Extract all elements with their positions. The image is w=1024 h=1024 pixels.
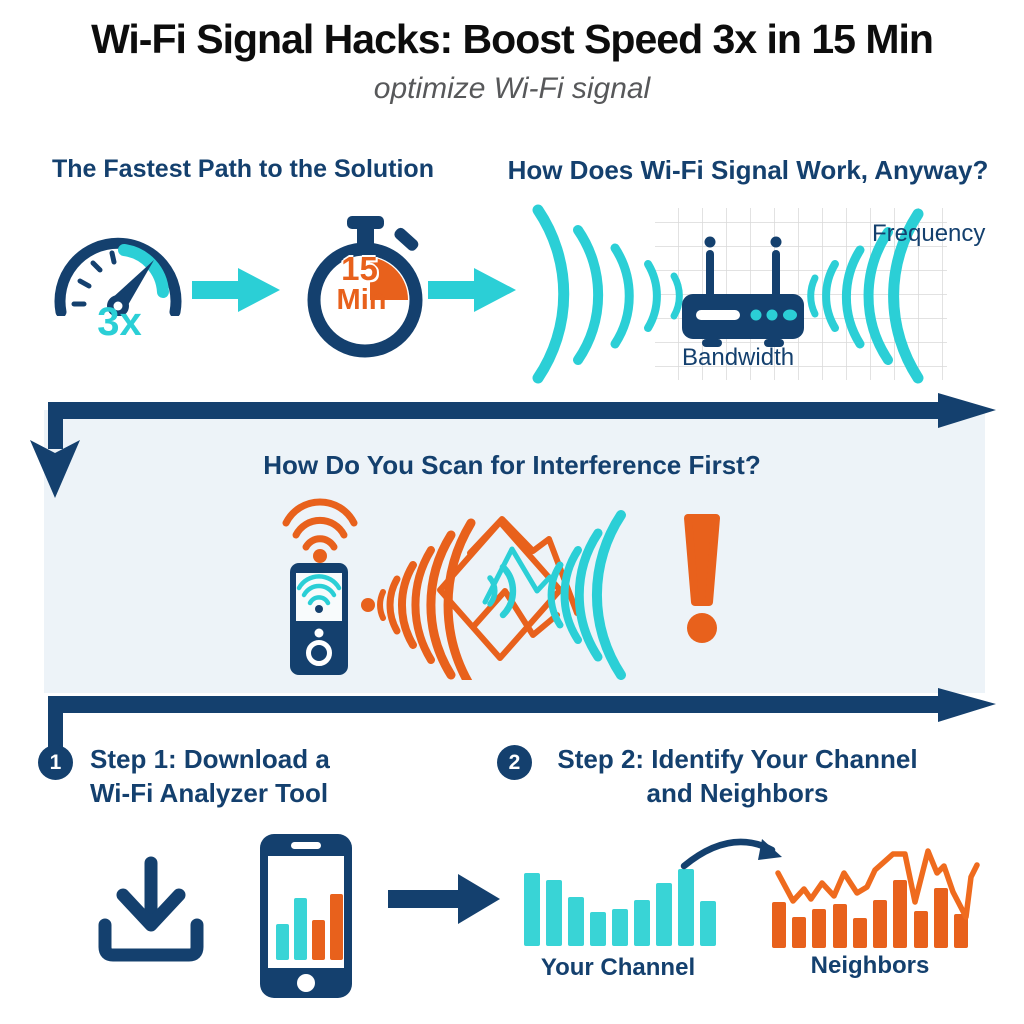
page-title: Wi-Fi Signal Hacks: Boost Speed 3x in 15… [91,16,934,62]
speedometer-icon [54,237,182,316]
flow-arrow-top [30,393,996,498]
curved-arrow-icon [680,838,782,870]
arrow-right-icon [428,268,516,312]
step2-number-badge: 2 [497,745,532,780]
neighbors-label: Neighbors [810,952,930,979]
step1-title-line2: Wi-Fi Analyzer Tool [90,778,329,808]
wifi-orange-icon [282,498,358,563]
stopwatch-graphic [307,216,423,358]
your-channel-bar [634,900,650,946]
neighbors-bar [933,888,948,948]
flow-arrow-bottom [48,688,996,751]
step1-title: Step 1: Download a Wi-Fi Analyzer Tool [90,742,390,810]
step1-number-badge: 1 [38,745,73,780]
wifi-router-icon [682,236,804,347]
signal-heading: How Does Wi-Fi Signal Work, Anyway? [507,155,989,185]
neighbors-chart [772,835,968,948]
step2-title: Step 2: Identify Your Channel and Neighb… [540,742,935,810]
neighbors-bar [913,911,928,948]
neighbors-bar [792,917,807,948]
exclamation-icon [684,514,720,643]
timer-value-label: 15 [341,250,378,287]
signal-waves-left-icon [532,204,683,384]
your-channel-bar [590,912,606,946]
frequency-label: Frequency [872,220,986,247]
your-channel-bar [700,901,716,946]
down-arrow-icon [30,440,80,498]
page-subtitle: optimize Wi-Fi signal [373,72,651,105]
signal-waves-right-icon [807,208,924,384]
speed-multiplier-label: 3x [97,300,142,344]
step2-title-line2: and Neighbors [646,778,829,808]
arrow-right-icon [388,874,500,924]
neighbors-bar [832,904,847,948]
your-channel-bar [678,869,694,946]
wifi-cyan-icon [296,574,342,606]
your-channel-bar [612,909,628,946]
neighbors-bar [812,909,827,948]
bandwidth-label: Bandwidth [682,344,795,371]
step1-title-line1: Step 1: Download a [90,744,330,774]
your-channel-bar [546,880,562,946]
step2-title-line1: Step 2: Identify Your Channel [557,744,918,774]
your-channel-bar [568,897,584,946]
neighbors-bar [893,880,908,948]
your-channel-bar [524,873,540,946]
neighbors-bar [873,900,888,948]
scan-scene [282,498,720,680]
neighbors-bar [953,914,968,948]
neighbors-bar [772,902,786,948]
timer-unit-label: Min [336,284,387,316]
your-channel-chart [524,852,716,946]
stopwatch-icon: 15 Min [298,210,433,360]
signal-scene [532,204,947,384]
your-channel-bar [656,883,672,946]
arrow-right-icon [192,268,280,312]
your-channel-label: Your Channel [540,954,696,981]
neighbors-bar [852,918,867,948]
smartphone-chart-icon [260,834,352,998]
interference-waves-icon [361,510,626,680]
download-icon [98,856,204,962]
analyzer-phone-icon [290,563,348,675]
neighbors-interference-line [775,848,980,920]
solution-heading: The Fastest Path to the Solution [52,155,434,183]
scan-heading: How Do You Scan for Interference First? [263,450,761,480]
